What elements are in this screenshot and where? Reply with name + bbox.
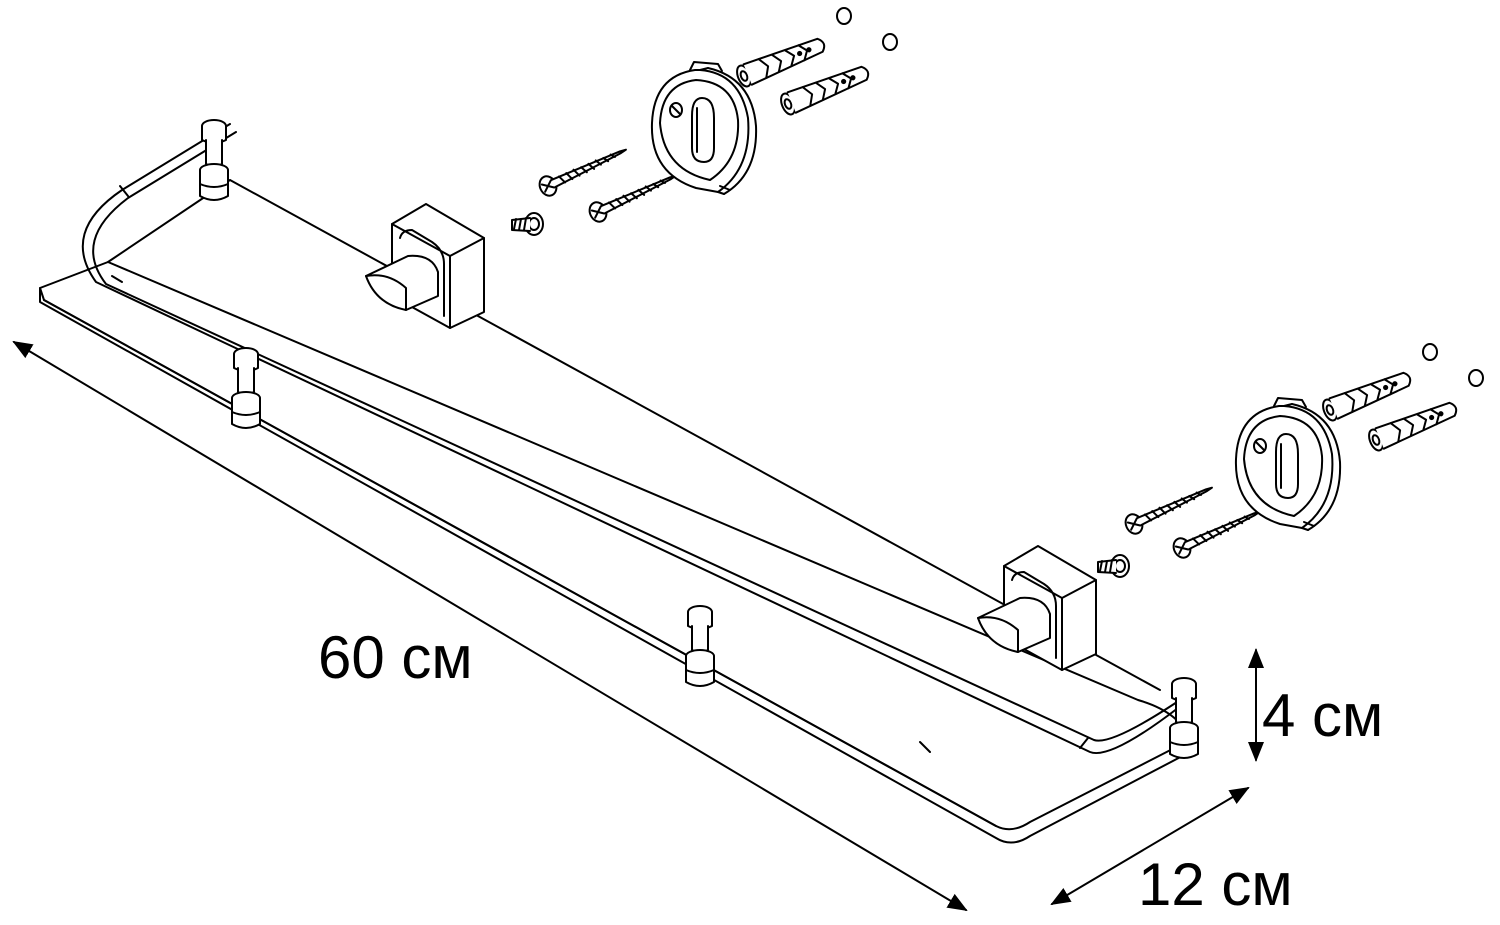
length-label: 60 см: [318, 624, 473, 691]
hardware-set-left: [511, 8, 897, 236]
shelf-bracket-left: [365, 203, 485, 329]
guard-rail: [83, 124, 1186, 753]
length-dimension-line: [12, 340, 968, 912]
height-label: 4 см: [1262, 682, 1384, 749]
rail-post-back-left: [199, 119, 229, 201]
glass-shelf: [40, 180, 1190, 843]
depth-dimension-line: [1050, 786, 1250, 906]
depth-label: 12 см: [1138, 851, 1293, 918]
hardware-set-right: [1097, 344, 1483, 578]
